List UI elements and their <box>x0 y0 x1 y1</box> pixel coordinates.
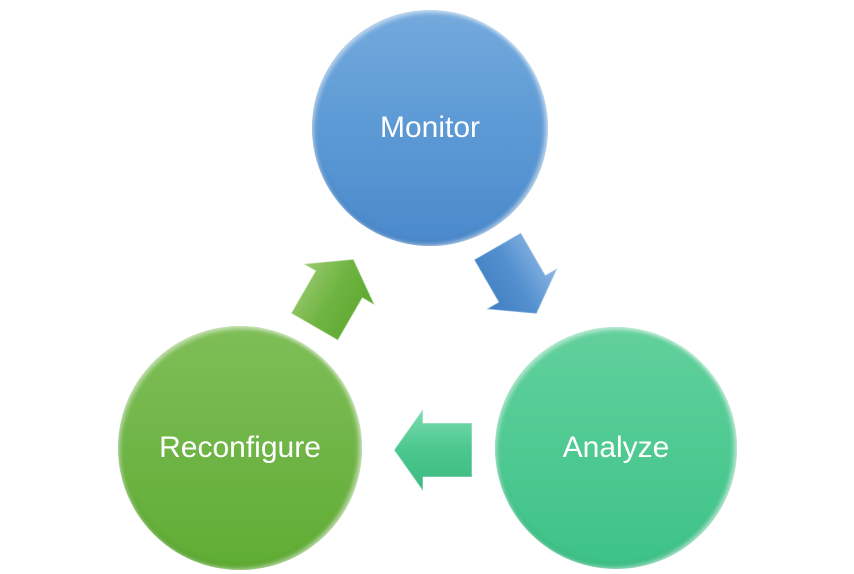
monitor-node-label: Monitor <box>379 111 481 144</box>
monitor-node: Monitor <box>312 10 548 246</box>
analyze-node-label: Analyze <box>562 431 670 464</box>
monitor-to-analyze-arrow-icon <box>461 224 574 335</box>
reconfigure-node: Reconfigure <box>118 326 362 570</box>
reconfigure-node-label: Reconfigure <box>159 431 321 464</box>
analyze-to-reconfigure-arrow-icon <box>393 408 473 492</box>
analyze-node: Analyze <box>495 327 737 569</box>
reconfigure-to-monitor-arrow-icon <box>278 237 391 348</box>
